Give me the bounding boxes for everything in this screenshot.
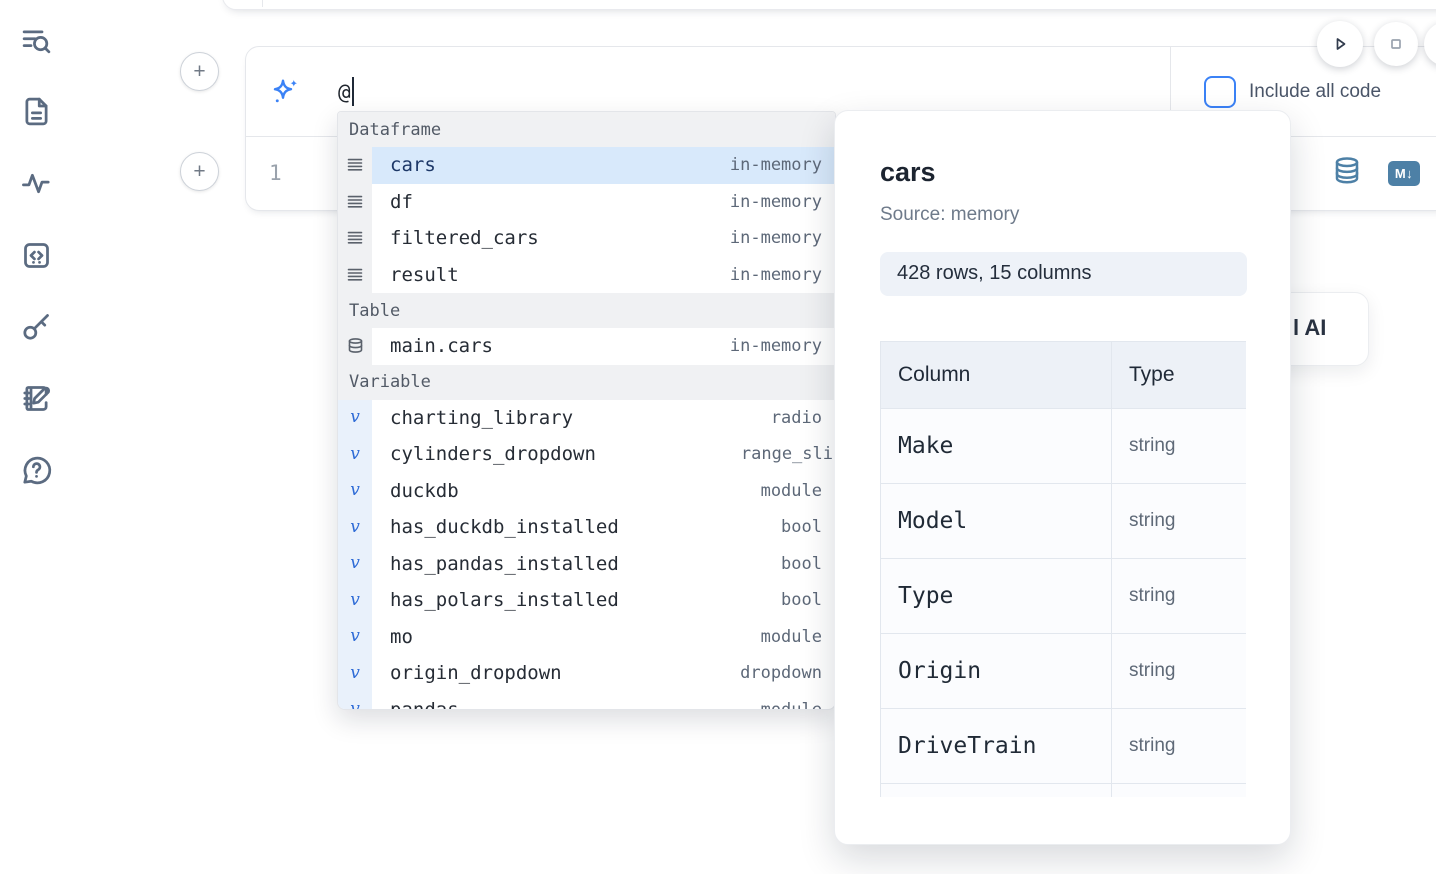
database-table-icon xyxy=(338,328,372,365)
help-chat-icon[interactable] xyxy=(19,453,53,487)
schema-row-partial xyxy=(881,783,1246,797)
previous-cell-edge xyxy=(222,0,1436,10)
schema-row-model: Model string xyxy=(881,483,1246,559)
schema-row-make: Make string xyxy=(881,408,1246,484)
line-number: 1 xyxy=(269,161,282,185)
include-all-code-toggle: Include all code xyxy=(1204,47,1436,136)
variable-icon: v xyxy=(338,582,372,619)
variable-icon: v xyxy=(338,436,372,473)
file-document-icon[interactable] xyxy=(19,94,53,128)
shape-badge: 428 rows, 15 columns xyxy=(880,251,1247,296)
add-cell-above-button[interactable]: + xyxy=(180,52,219,91)
section-header-dataframe: Dataframe xyxy=(338,112,835,147)
code-snippet-icon[interactable] xyxy=(19,238,53,272)
text-caret xyxy=(351,77,354,106)
dataframe-rows-icon xyxy=(338,256,372,293)
section-header-variable: Variable xyxy=(338,364,835,400)
variable-icon: v xyxy=(338,655,372,692)
variable-icon: v xyxy=(338,509,372,546)
key-icon[interactable] xyxy=(19,309,53,343)
variable-icon: v xyxy=(338,691,372,709)
previous-cell-divider xyxy=(262,0,263,7)
ai-sparkles-icon xyxy=(269,76,301,108)
dataframe-rows-icon xyxy=(338,147,372,184)
variable-icon: v xyxy=(338,618,372,655)
dataframe-rows-icon xyxy=(338,183,372,220)
schema-table-wrapper: Column Type Make string Model string Typ… xyxy=(880,340,1246,797)
schema-row-type: Type string xyxy=(881,558,1246,634)
include-all-code-label: Include all code xyxy=(1249,80,1382,102)
dataframe-rows-icon xyxy=(338,220,372,257)
dataframe-preview-panel: cars Source: memory 428 rows, 15 columns… xyxy=(834,110,1291,845)
markdown-icon[interactable]: M↓ xyxy=(1388,160,1420,186)
preview-title: cars xyxy=(880,157,936,187)
prompt-divider xyxy=(1170,47,1171,136)
activity-icon[interactable] xyxy=(19,166,53,200)
ai-button-label: l AI xyxy=(1293,315,1327,340)
variable-icon: v xyxy=(338,545,372,582)
ai-prompt-input[interactable]: @ xyxy=(338,47,354,136)
stop-button[interactable] xyxy=(1374,22,1418,66)
type-header: Type xyxy=(1112,341,1246,408)
list-search-icon[interactable] xyxy=(19,24,53,58)
code-cell[interactable]: 1 M↓ xyxy=(246,137,1436,209)
add-cell-below-button[interactable]: + xyxy=(180,152,219,191)
column-header: Column xyxy=(881,341,1112,408)
schema-table: Column Type Make string Model string Typ… xyxy=(880,340,1246,797)
section-header-table: Table xyxy=(338,293,835,328)
notebook-edit-icon[interactable] xyxy=(19,381,53,415)
sidebar xyxy=(0,0,70,874)
variable-icon: v xyxy=(338,472,372,509)
schema-row-drivetrain: DriveTrain string xyxy=(881,708,1246,784)
schema-row-origin: Origin string xyxy=(881,633,1246,709)
schema-header-row: Column Type xyxy=(881,341,1246,409)
extra-run-control-button[interactable] xyxy=(1424,22,1436,66)
database-icon[interactable] xyxy=(1332,155,1362,192)
ai-prompt-value: @ xyxy=(338,79,351,104)
cell-actions: M↓ xyxy=(1332,137,1420,209)
variable-icon: v xyxy=(338,399,372,436)
include-all-code-checkbox[interactable] xyxy=(1204,75,1236,108)
preview-source: Source: memory xyxy=(880,203,1020,225)
run-button[interactable] xyxy=(1317,21,1363,67)
